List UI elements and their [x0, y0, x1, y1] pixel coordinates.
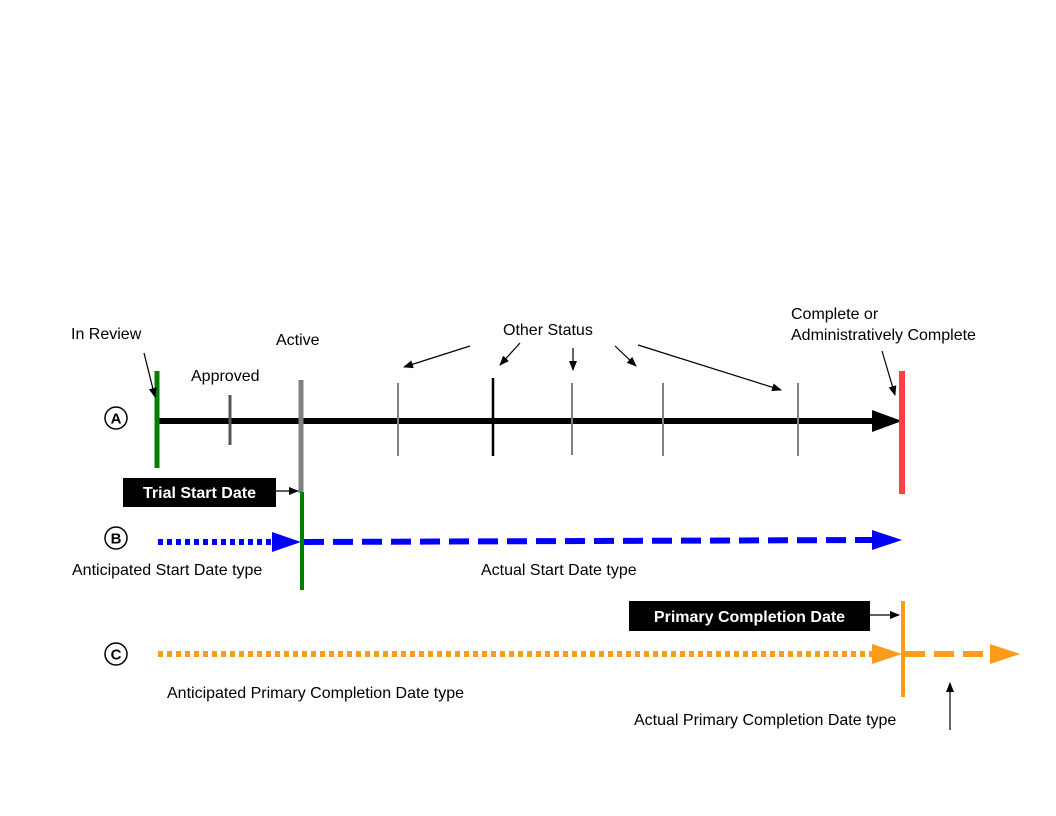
row-b: B Anticipated Start Date type Actual Sta…	[72, 492, 902, 590]
other-status-label: Other Status	[503, 322, 593, 339]
other-status-pointer-arrow-2	[499, 342, 521, 366]
primary-completion-date-label: Primary Completion Date	[654, 609, 845, 626]
anticipated-primary-completion-date-type-label: Anticipated Primary Completion Date type	[167, 685, 464, 702]
actual-primary-completion-date-type-label: Actual Primary Completion Date type	[634, 712, 896, 729]
primary-completion-date-box	[629, 601, 870, 631]
approved-label: Approved	[191, 368, 260, 385]
row-a-marker: A	[104, 406, 128, 430]
row-b-marker-label: B	[111, 531, 122, 548]
row-a-marker-label: A	[111, 411, 122, 428]
actual-start-date-arrowhead	[872, 530, 902, 550]
row-c-marker-label: C	[111, 647, 122, 664]
complete-label-line-2: Administratively Complete	[791, 327, 976, 344]
actual-start-date-arrow	[303, 537, 873, 545]
row-a: A In Review Approved Active Other Status…	[71, 306, 976, 494]
other-status-pointer-arrow-4	[614, 345, 637, 367]
primary-completion-date-callout: Primary Completion Date	[629, 601, 900, 631]
actual-start-date-type-label: Actual Start Date type	[481, 562, 637, 579]
other-status-pointer-arrow-5	[637, 344, 782, 392]
other-status-pointer-arrow-1	[403, 345, 471, 369]
anticipated-start-date-arrowhead	[272, 532, 301, 552]
complete-label-line-1: Complete or	[791, 306, 879, 323]
in-review-label: In Review	[71, 326, 142, 343]
complete-pointer-arrow	[881, 350, 897, 396]
trial-start-date-callout: Trial Start Date	[123, 478, 299, 507]
status-timeline-arrowhead	[872, 410, 902, 432]
row-b-marker: B	[104, 526, 128, 550]
trial-start-date-label: Trial Start Date	[143, 485, 256, 502]
anticipated-primary-completion-arrowhead	[872, 644, 902, 664]
row-c: C Anticipated Primary Completion Date ty…	[104, 601, 1020, 730]
trial-start-date-box	[123, 478, 276, 507]
in-review-pointer-arrow	[143, 352, 157, 398]
actual-primary-completion-arrowhead	[990, 644, 1020, 664]
anticipated-start-date-type-label: Anticipated Start Date type	[72, 562, 262, 579]
active-label: Active	[276, 332, 320, 349]
row-c-marker: C	[104, 642, 128, 666]
